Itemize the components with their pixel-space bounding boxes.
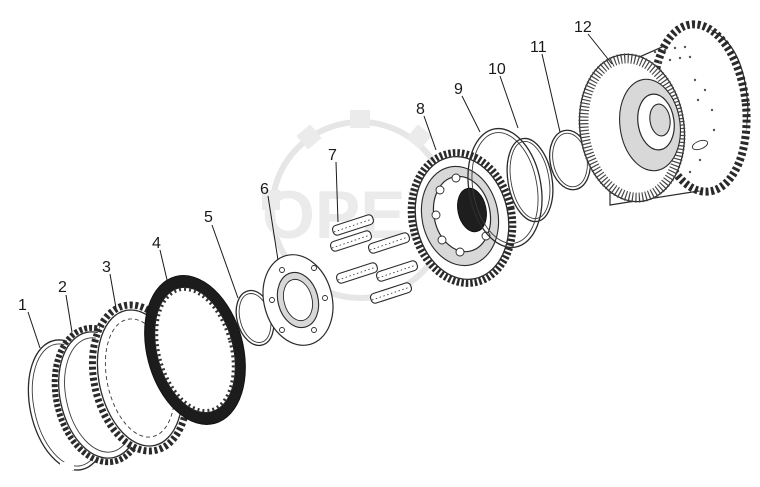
part-6-bearing-plate bbox=[262, 254, 334, 346]
leader-12 bbox=[587, 33, 613, 65]
callout-4: 4 bbox=[152, 235, 161, 252]
leader-7 bbox=[335, 161, 339, 223]
part-12-clutch-drum bbox=[578, 20, 751, 206]
callout-1: 1 bbox=[18, 297, 27, 314]
callout-12: 12 bbox=[574, 19, 592, 36]
leader-6 bbox=[267, 195, 279, 261]
leader-4 bbox=[159, 249, 169, 285]
leader-3 bbox=[109, 273, 117, 309]
leader-5 bbox=[211, 224, 239, 299]
part-10-seal-ring bbox=[506, 137, 554, 223]
callout-7: 7 bbox=[328, 147, 337, 164]
leader-lines bbox=[27, 33, 613, 349]
leader-8 bbox=[423, 115, 437, 151]
leader-11 bbox=[541, 53, 561, 133]
part-4-friction-disc bbox=[144, 275, 246, 425]
leader-9 bbox=[461, 95, 481, 133]
callout-labels: 1 2 3 4 5 6 7 8 9 10 11 12 bbox=[18, 19, 592, 314]
callout-6: 6 bbox=[260, 181, 269, 198]
leader-2 bbox=[65, 294, 73, 333]
part-9-seal-ring bbox=[467, 127, 543, 249]
callout-9: 9 bbox=[454, 81, 463, 98]
callout-10: 10 bbox=[488, 61, 506, 78]
callout-11: 11 bbox=[530, 39, 547, 56]
leader-1 bbox=[27, 311, 41, 349]
callout-2: 2 bbox=[58, 279, 67, 296]
callout-5: 5 bbox=[204, 209, 213, 226]
part-7-springs bbox=[329, 214, 419, 304]
callout-8: 8 bbox=[416, 101, 425, 118]
leader-10 bbox=[499, 75, 519, 129]
callout-3: 3 bbox=[102, 259, 111, 276]
part-8-piston-hub bbox=[407, 149, 517, 287]
